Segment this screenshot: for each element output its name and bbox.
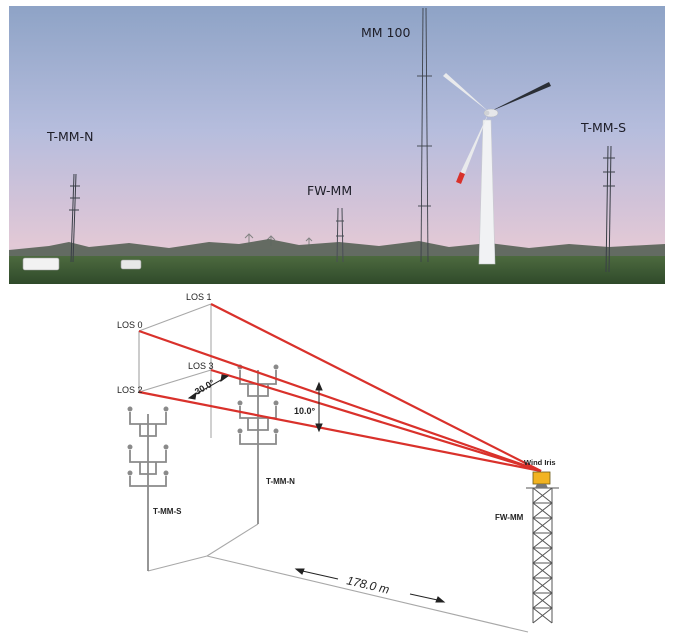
label-t-mm-n: T-MM-N [47,129,94,144]
los-0-label: LOS 0 [117,320,143,330]
label-fw-mm: FW-MM [307,183,353,198]
site-photo-scene [9,6,665,284]
fw-mm-mast [336,207,344,263]
wind-iris-label: Wind Iris [524,458,556,467]
sparse-trees [244,233,313,246]
label-t-mm-s: T-MM-S [581,120,627,135]
mm-100-mast [417,7,432,263]
site-photo: T-MM-N MM 100 FW-MM T-MM-S [9,6,665,284]
los-2-label: LOS 2 [117,385,143,395]
t-mm-n-mast [69,173,80,263]
lidar-geometry-diagram: LOS 1 LOS 0 LOS 3 LOS 2 30.0° 10.0° T-MM… [117,292,559,633]
distance-arrow [294,568,446,603]
t-mm-s-mast-diagram [127,406,169,571]
los-2-beam [138,390,542,473]
wind-turbine [443,73,551,265]
fw-mm-tower-diagram [526,487,559,624]
los-3-beam [210,368,542,473]
vertical-angle-marker [315,381,323,433]
t-mm-s-label: T-MM-S [153,507,182,516]
horizontal-angle-marker [187,374,230,400]
los-1-beam [210,303,542,472]
measurement-frame [138,303,529,633]
car [120,259,142,270]
vertical-angle-label: 10.0° [294,406,316,416]
label-mm-100: MM 100 [361,25,411,40]
horizontal-angle-label: 30.0° [193,377,217,396]
t-mm-s-mast [603,145,615,273]
wind-iris-mount [535,484,548,488]
wind-iris-device [532,471,551,485]
t-mm-n-label: T-MM-N [266,477,295,486]
t-mm-n-mast-diagram [237,364,279,524]
van-left [22,257,60,271]
fw-mm-label: FW-MM [495,513,524,522]
los-0-beam [138,329,542,473]
los-1-label: LOS 1 [186,292,212,302]
distance-label: 178.0 m [345,573,390,596]
los-beams [138,303,542,473]
los-3-label: LOS 3 [188,361,214,371]
